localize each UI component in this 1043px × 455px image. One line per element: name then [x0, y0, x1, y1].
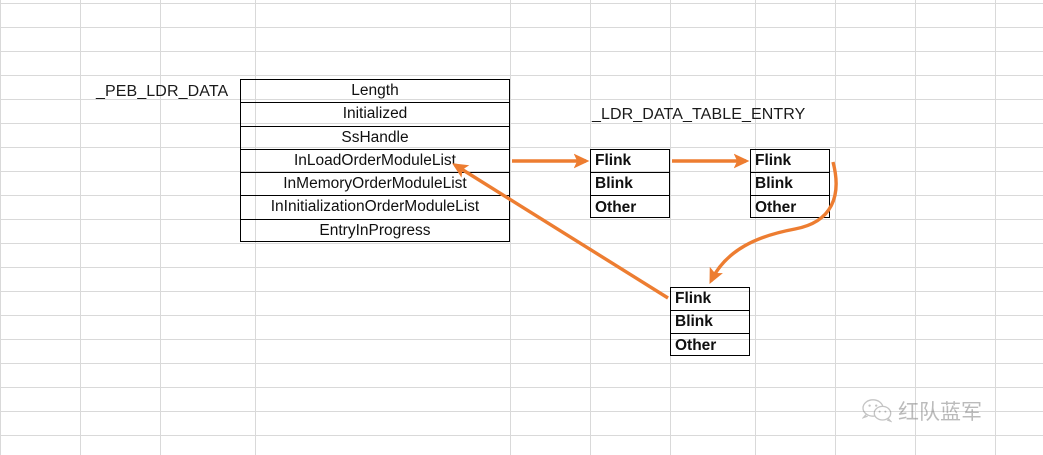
- watermark-text: 红队蓝军: [898, 400, 982, 424]
- table-row: Initialized: [241, 103, 509, 127]
- entry-field-other: Other: [595, 198, 637, 216]
- table-row: EntryInProgress: [319, 222, 431, 240]
- table-row: Length: [241, 80, 509, 104]
- entry-field-other: Other: [675, 336, 717, 354]
- table-row-inloadordermodulelist: InLoadOrderModuleList: [241, 150, 509, 174]
- entry-field-flink: Flink: [671, 288, 749, 311]
- table-row: InMemoryOrderModuleList: [241, 173, 509, 197]
- table-row: SsHandle: [241, 127, 509, 150]
- ldr-entry-box-1: Flink Blink Other: [590, 149, 670, 218]
- watermark: 红队蓝军: [862, 396, 982, 426]
- wechat-icon: [862, 399, 892, 423]
- peb-ldr-data-label: _PEB_LDR_DATA: [96, 83, 229, 100]
- entry-field-other: Other: [755, 198, 797, 216]
- ldr-data-table-entry-label: _LDR_DATA_TABLE_ENTRY: [592, 106, 806, 123]
- entry-field-flink: Flink: [751, 150, 829, 173]
- peb-ldr-data-table: Length Initialized SsHandle InLoadOrderM…: [240, 79, 510, 242]
- entry-field-blink: Blink: [591, 173, 669, 196]
- entry-field-flink: Flink: [591, 150, 669, 173]
- entry-field-blink: Blink: [751, 173, 829, 196]
- ldr-entry-box-2: Flink Blink Other: [750, 149, 830, 218]
- table-row: InInitializationOrderModuleList: [241, 196, 509, 220]
- entry-field-blink: Blink: [671, 311, 749, 334]
- ldr-entry-box-3: Flink Blink Other: [670, 287, 750, 356]
